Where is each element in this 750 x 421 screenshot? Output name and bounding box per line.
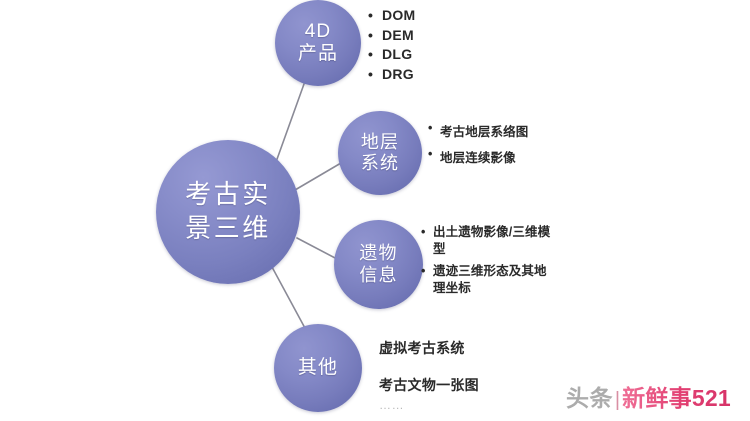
watermark: 头条 | 新鲜事521 <box>566 379 731 413</box>
bullet-list-4d-product: DOM DEM DLG DRG <box>368 7 416 85</box>
node-other[interactable]: 其他 <box>274 324 362 412</box>
bullet-item: 出土遗物影像/三维模型 <box>421 224 553 258</box>
node-4d-product[interactable]: 4D 产品 <box>275 0 361 86</box>
bullet-item: 地层连续影像 <box>428 147 528 166</box>
bullet-item: DLG <box>368 46 416 62</box>
bullet-list-stratum-system: 考古地层系络图 地层连续影像 <box>428 121 528 173</box>
node-relic-information[interactable]: 遗物 信息 <box>334 220 423 309</box>
bullet-list-relic-information: 出土遗物影像/三维模型 遗迹三维形态及其地理坐标 <box>421 224 553 302</box>
node-other-label-line-1: 其他 <box>297 356 339 378</box>
connector-center-to-4d <box>275 83 305 163</box>
node-center-label-line-2: 景三维 <box>185 213 271 243</box>
node-center-archaeology-3d[interactable]: 考古实 景三维 <box>156 140 300 284</box>
connector-center-to-stratum <box>294 162 342 191</box>
watermark-separator: | <box>614 389 621 411</box>
ellipsis-note: …… <box>379 398 405 412</box>
node-relic-label-line-2: 信息 <box>359 264 398 285</box>
bullet-item: DRG <box>368 66 416 82</box>
node-relic-label-line-1: 遗物 <box>359 243 398 264</box>
node-stratum-system[interactable]: 地层 系统 <box>338 111 422 195</box>
watermark-head-label: 头条 <box>566 385 613 411</box>
node-center-label-line-1: 考古实 <box>185 179 271 210</box>
bullet-item: 遗迹三维形态及其地理坐标 <box>421 263 553 297</box>
node-stratum-label-line-2: 系统 <box>360 153 400 173</box>
node-4d-label-line-2: 产品 <box>297 43 339 64</box>
watermark-brand-label: 新鲜事521 <box>622 379 731 413</box>
bullet-item: DOM <box>368 7 416 23</box>
node-stratum-label-line-1: 地层 <box>360 131 400 152</box>
bullet-item: 考古文物一张图 <box>379 377 479 393</box>
bullet-item: DEM <box>368 27 416 43</box>
connector-center-to-other <box>271 266 307 331</box>
bullet-item: 考古地层系络图 <box>428 121 528 140</box>
bullet-item: 虚拟考古系统 <box>379 340 465 356</box>
bullet-list-other: 虚拟考古系统 考古文物一张图 <box>373 338 479 412</box>
node-4d-label-line-1: 4D <box>304 20 332 42</box>
connector-center-to-relic <box>296 237 338 260</box>
